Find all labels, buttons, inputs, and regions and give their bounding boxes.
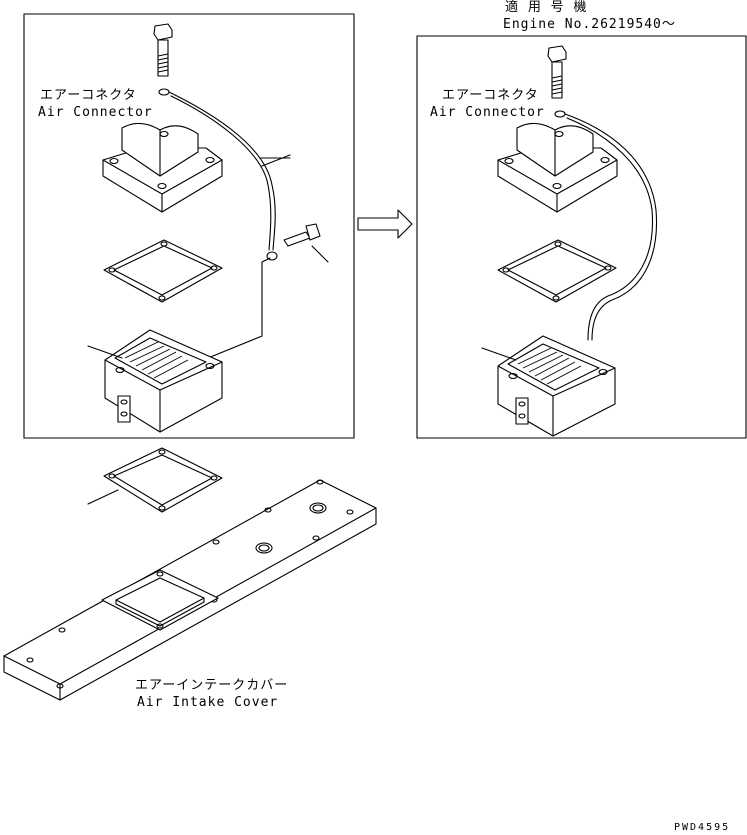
gasket-left-upper — [103, 239, 223, 303]
air-connector-label-en-right: Air Connector — [430, 105, 545, 120]
change-arrow — [357, 209, 413, 239]
leader-cable-left — [261, 154, 291, 167]
drawing-code: PWD4595 — [674, 822, 731, 833]
gasket-lower — [87, 447, 223, 513]
side-bolt-left — [283, 223, 329, 263]
engine-number-label: Engine No.26219540～ — [503, 17, 676, 32]
cable-left — [158, 88, 291, 261]
bolt-left — [153, 23, 173, 77]
applicable-serial-label-jp: 適 用 号 機 — [505, 0, 588, 15]
air-connector-label-jp-right: エアーコネクタ — [442, 88, 539, 103]
right-detail-frame — [416, 35, 747, 439]
left-detail-frame — [23, 13, 355, 439]
connector-housing-right — [497, 122, 618, 213]
bolt-right — [547, 45, 567, 99]
air-intake-cover — [3, 479, 377, 701]
air-connector-label-en-left: Air Connector — [38, 105, 153, 120]
gasket-right — [497, 239, 617, 303]
heater-right — [481, 335, 616, 437]
heater-left — [87, 329, 223, 433]
intake-cover-label-jp: エアーインテークカバー — [135, 678, 289, 693]
cable-right — [554, 110, 658, 341]
air-connector-label-jp-left: エアーコネクタ — [40, 88, 137, 103]
connector-housing-left — [102, 122, 223, 213]
ground-wire-left — [207, 257, 271, 359]
intake-cover-label-en: Air Intake Cover — [137, 695, 279, 710]
